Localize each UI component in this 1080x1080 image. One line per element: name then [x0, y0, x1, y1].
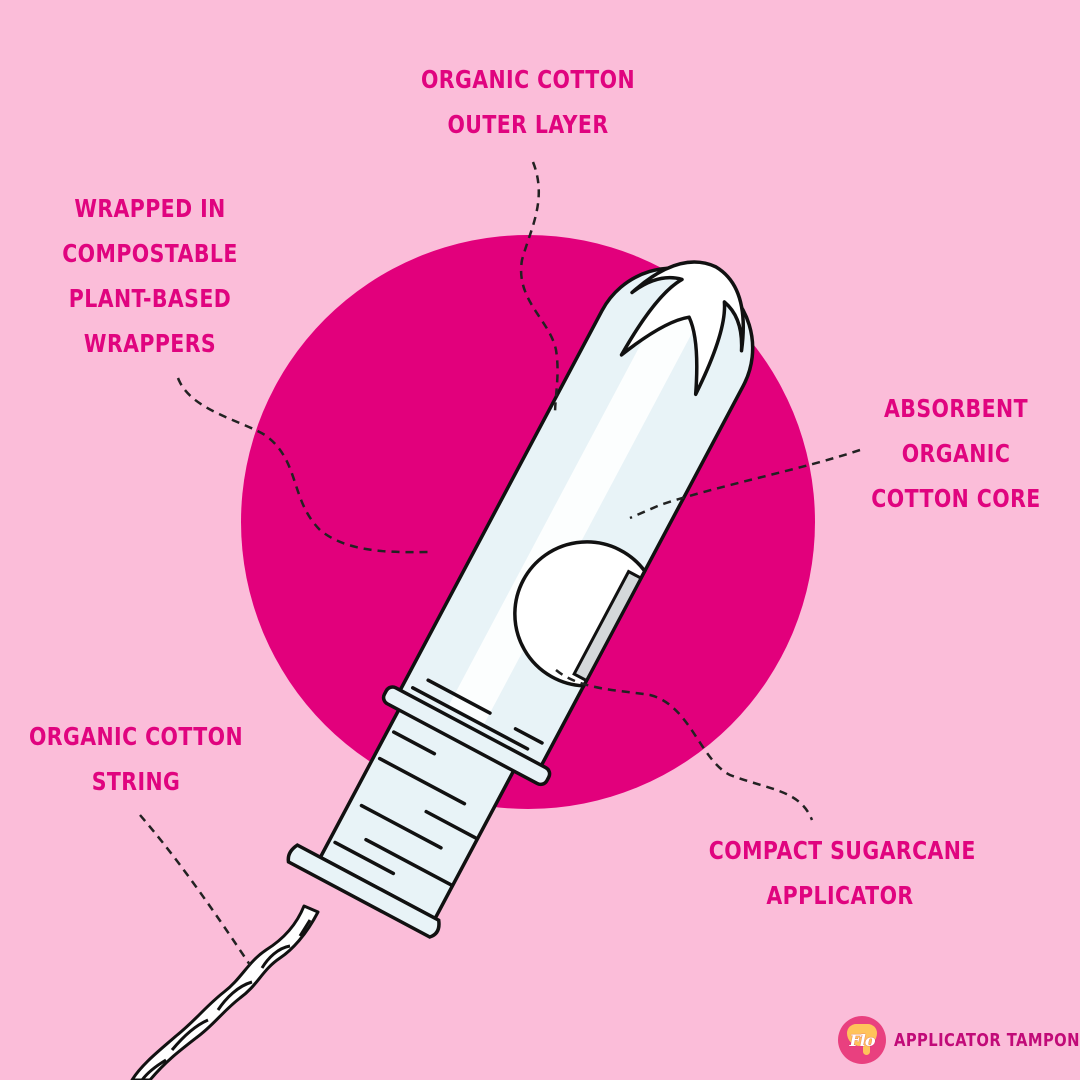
label-line: ABSORBENT: [884, 394, 1028, 423]
label-line: WRAPPERS: [83, 329, 217, 358]
label-line: ORGANIC COTTON: [28, 722, 244, 751]
label-line: STRING: [91, 767, 181, 796]
label-line: COMPACT SUGARCANE: [708, 836, 976, 865]
core-window: [513, 540, 647, 688]
label-line: OUTER LAYER: [447, 110, 609, 139]
label-line: ORGANIC: [901, 439, 1011, 468]
brand-badge: Flo APPLICATOR TAMPON: [838, 1016, 1080, 1064]
label-core: ABSORBENT ORGANIC COTTON CORE: [861, 386, 1051, 521]
twisted-string-icon: [130, 904, 320, 1080]
label-line: COMPOSTABLE: [62, 239, 238, 268]
label-line: ORGANIC COTTON: [420, 65, 636, 94]
tip-petals: [619, 260, 746, 397]
product-name: APPLICATOR TAMPON: [894, 1029, 1080, 1051]
label-line: COTTON CORE: [871, 484, 1041, 513]
logo-text: Flo: [849, 1030, 875, 1050]
label-outer-layer: ORGANIC COTTON OUTER LAYER: [405, 57, 651, 147]
label-line: PLANT-BASED: [68, 284, 232, 313]
flo-logo-icon: Flo: [838, 1016, 886, 1064]
label-wrappers: WRAPPED IN COMPOSTABLE PLANT-BASED WRAPP…: [43, 186, 256, 366]
label-applicator: COMPACT SUGARCANE APPLICATOR: [708, 828, 976, 918]
label-line: APPLICATOR: [766, 881, 914, 910]
label-line: WRAPPED IN: [74, 194, 226, 223]
dashed-leader-lines: [139, 161, 861, 966]
label-string: ORGANIC COTTON STRING: [24, 714, 247, 804]
